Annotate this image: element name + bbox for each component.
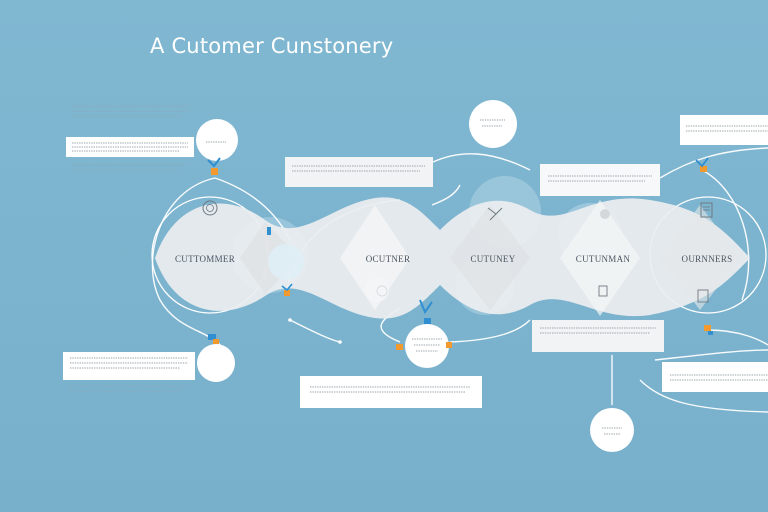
badge-icon [202, 200, 218, 216]
network-icon [487, 207, 503, 221]
document-icon-small [598, 285, 608, 297]
panel-top-left [66, 137, 194, 157]
callout-circle-2 [469, 100, 517, 148]
panel-bottom-center [300, 376, 482, 408]
panel-faint-left-text [70, 105, 190, 392]
marker-4 [396, 299, 452, 350]
marker-7 [267, 227, 271, 235]
text-panels [63, 105, 768, 408]
diagram-title: A Cutomer Cunstonery [150, 34, 394, 58]
callout-circle-5 [590, 408, 634, 452]
panel-top-center [285, 157, 433, 187]
callout-circle-1 [196, 119, 238, 161]
callout-circle-4 [405, 324, 449, 368]
marker-6 [704, 325, 713, 335]
stage-labels: CUTTOMMER OCUTNER CUTUNEY CUTUNMAN OURNN… [175, 254, 732, 264]
panel-top-right [540, 164, 660, 196]
connector-dots [288, 318, 342, 344]
accent-markers [207, 157, 713, 350]
panel-left-lower [63, 352, 195, 380]
stage-label-3: CUTUNEY [470, 254, 515, 264]
panel-bottom-right [662, 362, 768, 392]
panel-far-right-top [680, 115, 768, 145]
stage-label-5: OURNNERS [682, 254, 733, 264]
marker-2 [208, 334, 219, 344]
stage-label-2: OCUTNER [366, 254, 411, 264]
callout-circle-3 [197, 344, 235, 382]
marker-1 [207, 157, 221, 175]
callout-circles [196, 100, 634, 452]
document-icon [700, 202, 713, 218]
panel-center-right [532, 320, 664, 352]
stage-label-4: CUTUNMAN [576, 254, 631, 264]
stage-label-1: CUTTOMMER [175, 254, 235, 264]
marker-3 [281, 283, 293, 296]
document-icon-lower [697, 289, 709, 303]
journey-band [155, 197, 750, 319]
marker-5 [695, 157, 709, 172]
person-icon [600, 209, 610, 219]
